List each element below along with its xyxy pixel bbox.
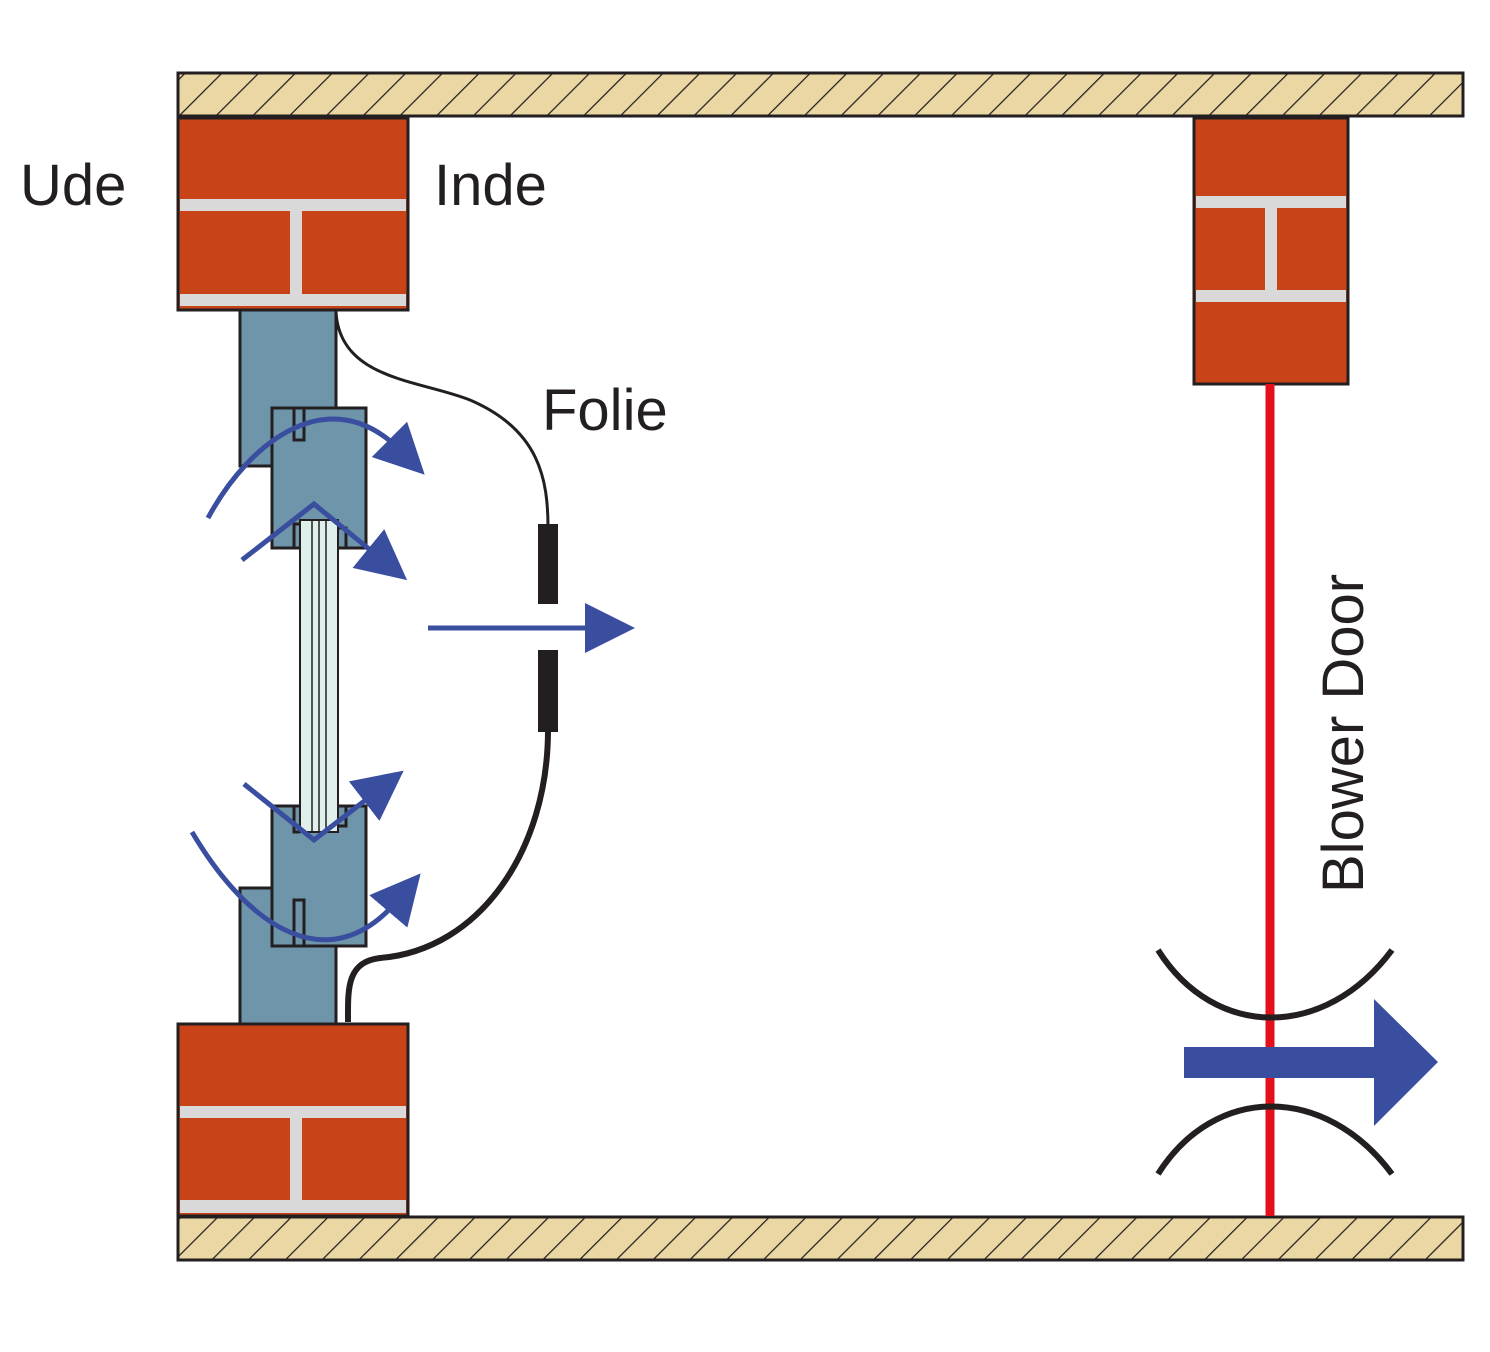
blower-door <box>1155 384 1438 1216</box>
inside-label: Inde <box>434 153 547 218</box>
upper-brick-wall <box>176 116 410 312</box>
lower-brick-wall <box>176 1022 410 1218</box>
blower-door-airflow-arrow <box>1184 999 1438 1126</box>
orifice-arc-upper <box>1155 948 1395 1021</box>
airflow-arrow-top <box>205 416 425 520</box>
film-tape-lower <box>538 650 558 732</box>
airflow-arrow-upper-glass <box>240 500 408 581</box>
right-brick-wall <box>1192 116 1350 386</box>
film-tape-upper <box>538 524 558 604</box>
airflow-arrow-bottom <box>189 830 421 943</box>
floor-slab <box>176 1215 1465 1262</box>
blower-door-label: Blower Door <box>1311 574 1376 893</box>
airflow-arrow-lower-glass <box>242 770 404 844</box>
orifice-arc-lower <box>1155 1103 1395 1176</box>
film-membrane <box>334 311 558 1023</box>
airflow-arrows <box>189 416 635 943</box>
ceiling-slab <box>176 71 1465 118</box>
outside-label: Ude <box>20 153 126 218</box>
film-label: Folie <box>542 378 668 443</box>
window-glass <box>299 519 339 833</box>
